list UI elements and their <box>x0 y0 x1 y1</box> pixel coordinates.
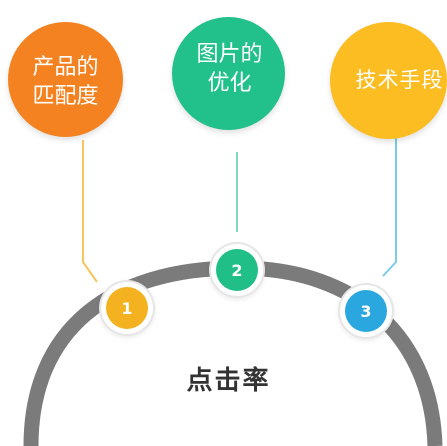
number-badge-3: 3 <box>345 290 387 332</box>
topic-circle-technical-means: 技术手段 <box>330 22 447 139</box>
number-badge-2-label: 2 <box>231 260 243 280</box>
connector-line-3 <box>382 138 397 277</box>
center-title: 点击率 <box>186 366 271 396</box>
topic-circle-product-match: 产品的 匹配度 <box>8 22 123 137</box>
connector-line-1 <box>82 140 98 283</box>
topic-label-technical-means: 技术手段 <box>355 68 444 92</box>
number-badge-3-label: 3 <box>360 301 372 321</box>
topic-label-product-match: 产品的 匹配度 <box>32 54 99 109</box>
number-badge-1: 1 <box>106 287 148 329</box>
number-badge-2: 2 <box>216 249 258 291</box>
topic-circle-image-optimization: 图片的 优化 <box>172 17 285 130</box>
topic-label-image-optimization: 图片的 优化 <box>196 41 263 96</box>
number-badge-1-label: 1 <box>121 298 133 318</box>
